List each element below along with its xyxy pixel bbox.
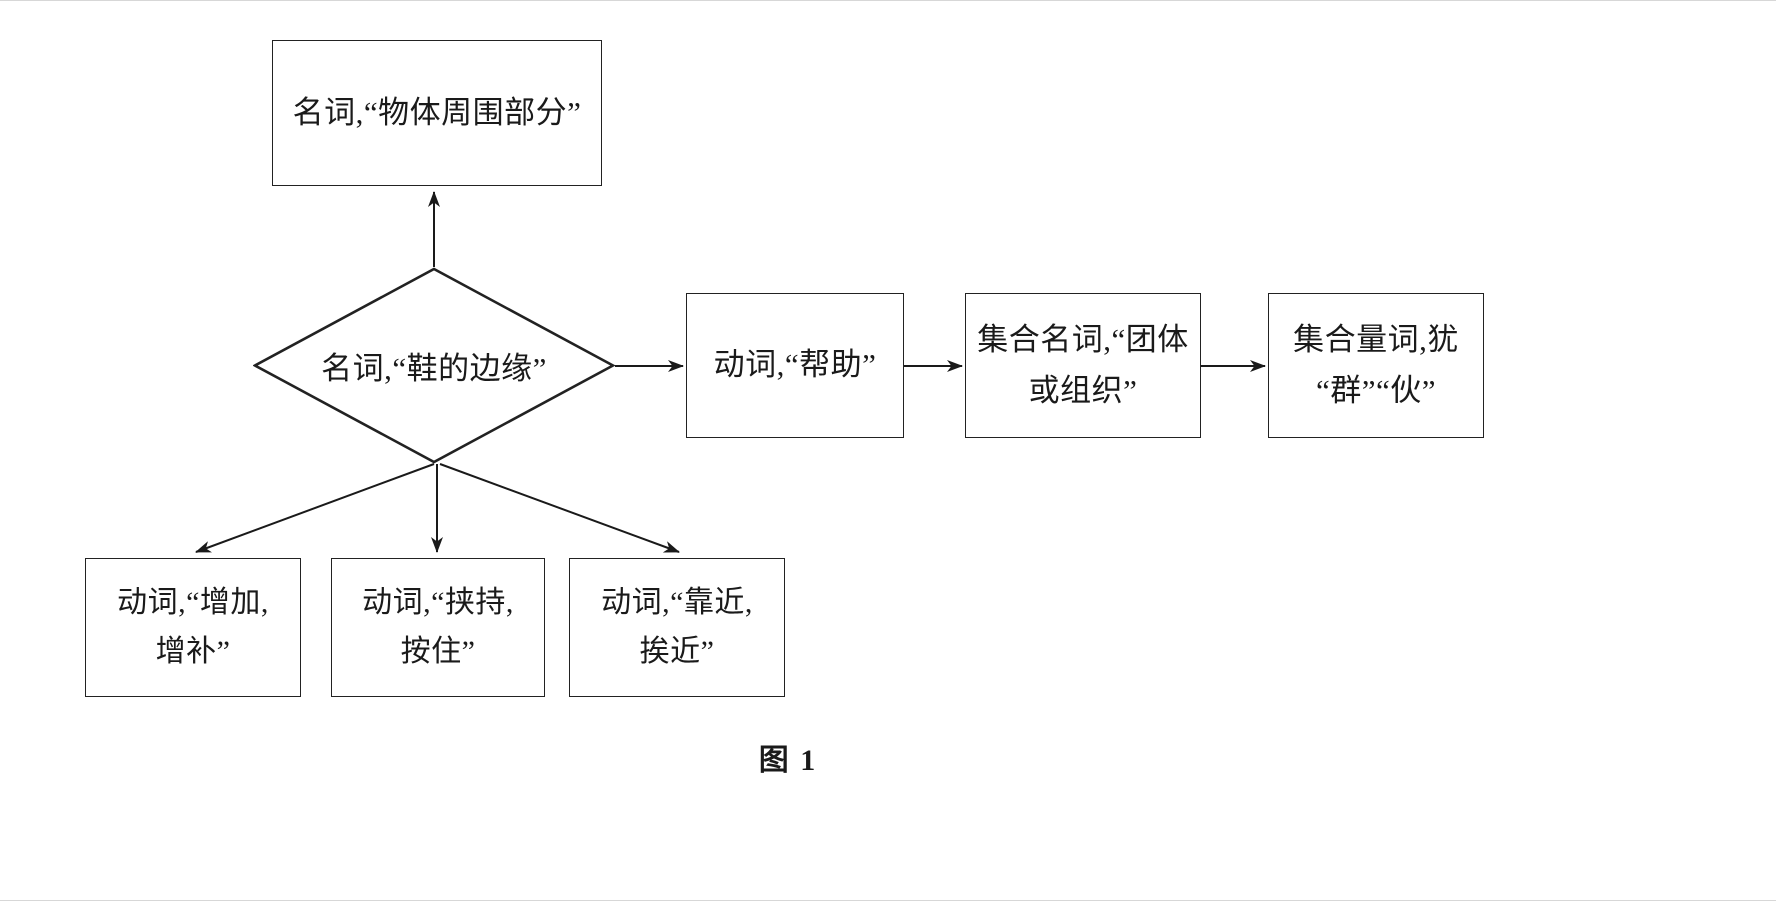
node-label: 集合名词,“团体 或组织” — [977, 322, 1189, 408]
figure-caption: 图 1 — [758, 744, 818, 777]
edge-diamond-to-add — [195, 463, 435, 553]
node-verb-help[interactable]: 动词,“帮助” — [686, 293, 904, 438]
diamond-shape — [253, 267, 615, 464]
node-label: 集合量词,犹 “群”“伙” — [1293, 322, 1459, 408]
node-label: 动词,“挟持, 按住” — [362, 585, 514, 668]
edge-diamond-to-near — [439, 463, 680, 553]
node-verb-approach[interactable]: 动词,“靠近, 挨近” — [569, 558, 785, 697]
node-verb-add-supplement[interactable]: 动词,“增加, 增补” — [85, 558, 301, 697]
node-label: 名词,“鞋的边缘” — [321, 351, 547, 386]
node-collective-measure-word[interactable]: 集合量词,犹 “群”“伙” — [1268, 293, 1484, 438]
node-label: 动词,“靠近, 挨近” — [601, 585, 753, 668]
node-noun-shoe-edge[interactable]: 名词,“鞋的边缘” — [253, 267, 615, 464]
node-collective-noun-group[interactable]: 集合名词,“团体 或组织” — [965, 293, 1201, 438]
node-label: 动词,“帮助” — [713, 347, 877, 383]
node-label: 名词,“物体周围部分” — [292, 94, 582, 130]
page-top-rule — [0, 0, 1776, 1]
node-noun-surrounding-part[interactable]: 名词,“物体周围部分” — [272, 40, 602, 186]
node-label: 动词,“增加, 增补” — [117, 585, 269, 668]
node-verb-hold-press[interactable]: 动词,“挟持, 按住” — [331, 558, 545, 697]
